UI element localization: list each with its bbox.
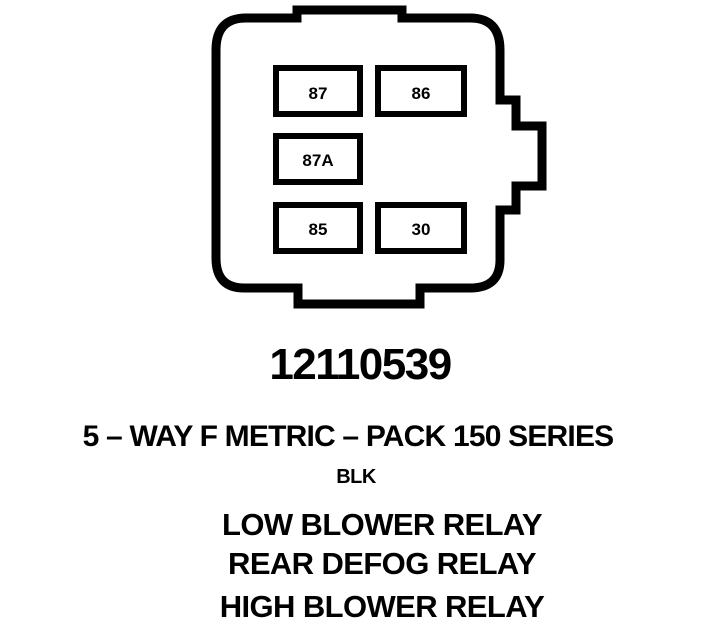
- usage-line: HIGH BLOWER RELAY: [219, 589, 545, 624]
- usage-line: REAR DEFOG RELAY: [228, 546, 537, 581]
- cavity-30: 30: [375, 202, 467, 254]
- connector-color: BLK: [336, 466, 376, 488]
- cavity-label: 87: [309, 84, 328, 103]
- cavity-label: 86: [412, 84, 431, 103]
- part-number: 12110539: [269, 340, 452, 389]
- connector-diagram: 87 86 87A 85 30: [211, 5, 547, 309]
- usage-line: LOW BLOWER RELAY: [222, 507, 543, 542]
- cavity-label: 85: [309, 220, 328, 239]
- cavity-86: 86: [375, 65, 467, 117]
- cavity-label: 30: [412, 220, 431, 239]
- cavity-label: 87A: [302, 151, 333, 170]
- cavity-85: 85: [273, 202, 363, 254]
- cavity-87a: 87A: [273, 133, 363, 185]
- connector-series: 5 – WAY F METRIC – PACK 150 SERIES: [82, 420, 615, 453]
- cavity-87: 87: [273, 65, 363, 117]
- connector-housing: [211, 5, 547, 309]
